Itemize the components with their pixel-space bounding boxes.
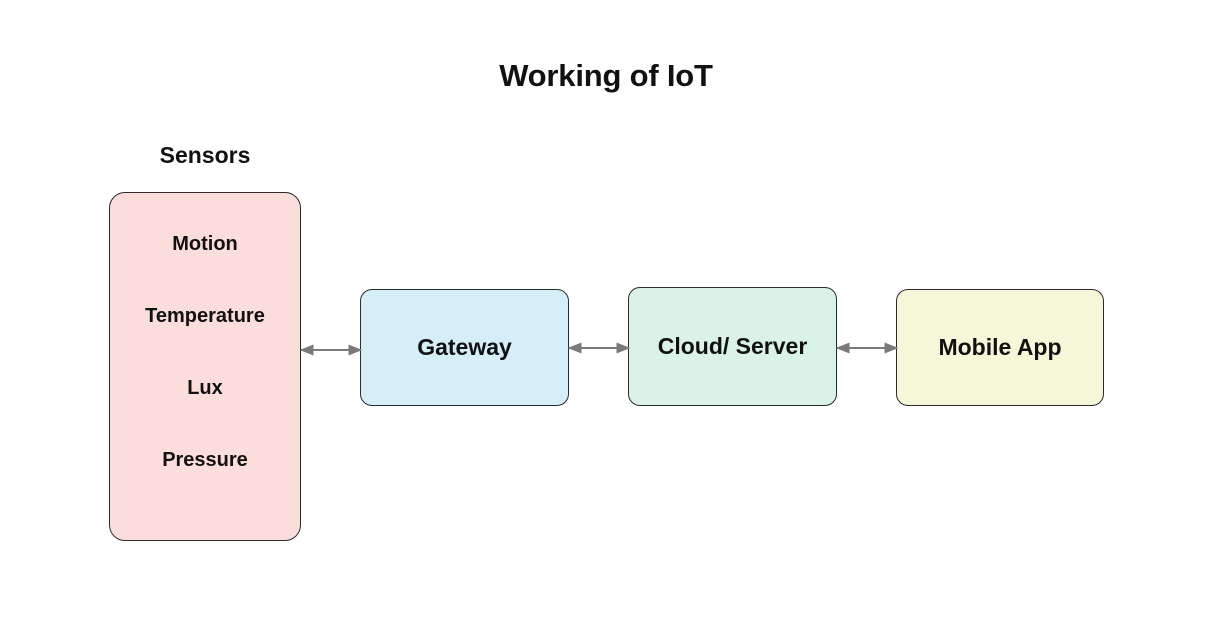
sensor-item-pressure: Pressure [162,449,248,471]
page-title: Working of IoT [499,58,713,93]
sensors-group-label: Sensors [159,142,251,168]
connector-gateway-cloud [567,342,631,354]
cloud-server-node[interactable]: Cloud/ Server [628,287,837,406]
sensor-item-motion: Motion [172,233,238,255]
cloud-server-node-label: Cloud/ Server [657,333,808,359]
connector-cloud-mobile [835,342,899,354]
gateway-node-label: Gateway [417,334,512,360]
sensor-item-lux: Lux [187,377,223,399]
sensors-node[interactable]: Motion Temperature Lux Pressure [109,192,301,541]
mobile-app-node-label: Mobile App [938,334,1062,360]
sensor-item-temperature: Temperature [145,305,265,327]
connector-sensors-gateway [299,344,363,356]
gateway-node[interactable]: Gateway [360,289,569,406]
mobile-app-node[interactable]: Mobile App [896,289,1104,406]
